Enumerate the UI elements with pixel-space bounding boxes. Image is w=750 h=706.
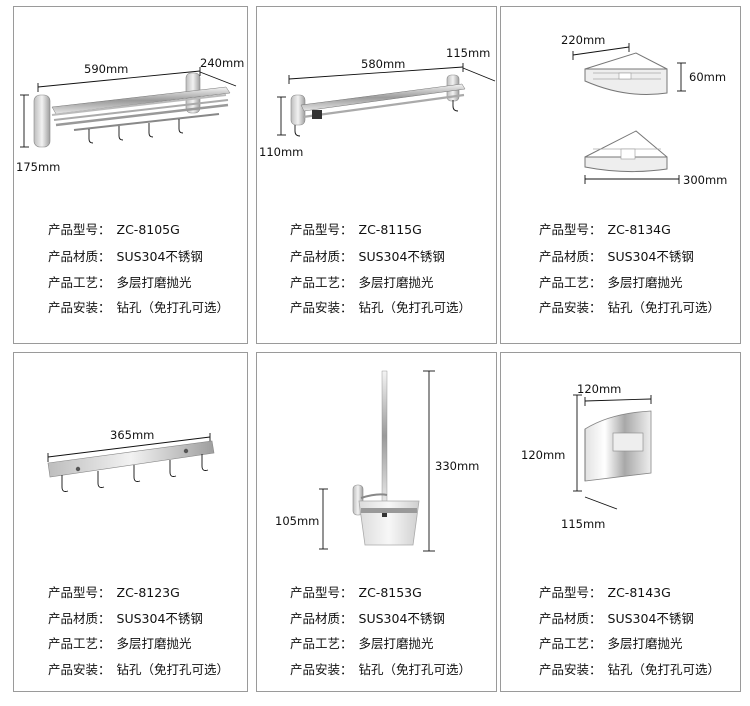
spec-material: 产品材质：SUS304不锈钢 xyxy=(48,249,203,264)
spec-install: 产品安装：钻孔（免打孔可选） xyxy=(539,300,721,315)
spec-model: 产品型号：ZC-8105G xyxy=(48,222,180,237)
spec-material: 产品材质：SUS304不锈钢 xyxy=(48,611,203,626)
dim-label: 120mm xyxy=(577,382,621,396)
toilet-brush-illustration: 330mm 105mm xyxy=(275,370,479,552)
dim-label: 300mm xyxy=(683,173,727,187)
product-card-towel-rack: 590mm 240mm 175mm 产品型号：ZC-8105G 产品材质：SUS… xyxy=(13,6,248,344)
dim-label: 110mm xyxy=(259,145,303,159)
spec-install: 产品安装：钻孔（免打孔可选） xyxy=(48,300,230,315)
spec-process: 产品工艺：多层打磨抛光 xyxy=(290,275,434,290)
spec-install: 产品安装：钻孔（免打孔可选） xyxy=(290,300,472,315)
product-card-towel-bar: 580mm 115mm 110mm 产品型号：ZC-8115G 产品材质：SUS… xyxy=(256,6,497,344)
spec-process: 产品工艺：多层打磨抛光 xyxy=(48,275,192,290)
towel-rack-illustration: 590mm 240mm 175mm xyxy=(16,56,244,174)
dim-label: 220mm xyxy=(561,33,605,47)
dim-label: 60mm xyxy=(689,70,726,84)
spec-install: 产品安装：钻孔（免打孔可选） xyxy=(48,662,230,677)
spec-install: 产品安装：钻孔（免打孔可选） xyxy=(290,662,472,677)
product-card-corner-basket: 220mm 60mm 300mm 产品型号：ZC-8134G 产品材质：SUS3… xyxy=(500,6,741,344)
hook-rail-illustration: 365mm xyxy=(47,428,215,492)
product-card-tissue-box: 120mm 120mm 115mm 产品型号：ZC-8143G 产品材质：SUS… xyxy=(500,352,741,692)
dim-label: 365mm xyxy=(110,428,154,442)
spec-model: 产品型号：ZC-8143G xyxy=(539,585,671,600)
spec-material: 产品材质：SUS304不锈钢 xyxy=(539,611,694,626)
dim-label: 240mm xyxy=(200,56,244,70)
spec-model: 产品型号：ZC-8134G xyxy=(539,222,671,237)
corner-basket-illustration: 220mm 60mm 300mm xyxy=(561,33,727,187)
dim-label: 330mm xyxy=(435,459,479,473)
dim-label: 120mm xyxy=(521,448,565,462)
product-card-hook-rail: 365mm 产品型号：ZC-8123G 产品材质：SUS304不锈钢 产品工艺：… xyxy=(13,352,248,692)
spec-model: 产品型号：ZC-8123G xyxy=(48,585,180,600)
spec-material: 产品材质：SUS304不锈钢 xyxy=(290,249,445,264)
spec-model: 产品型号：ZC-8115G xyxy=(290,222,422,237)
spec-material: 产品材质：SUS304不锈钢 xyxy=(290,611,445,626)
tissue-box-illustration: 120mm 120mm 115mm xyxy=(521,382,652,531)
dim-label: 115mm xyxy=(561,517,605,531)
spec-model: 产品型号：ZC-8153G xyxy=(290,585,422,600)
spec-process: 产品工艺：多层打磨抛光 xyxy=(539,275,683,290)
dim-label: 580mm xyxy=(361,57,405,71)
towel-bar-illustration: 580mm 115mm 110mm xyxy=(259,46,496,159)
spec-process: 产品工艺：多层打磨抛光 xyxy=(539,636,683,651)
spec-material: 产品材质：SUS304不锈钢 xyxy=(539,249,694,264)
dim-label: 105mm xyxy=(275,514,319,528)
spec-install: 产品安装：钻孔（免打孔可选） xyxy=(539,662,721,677)
dim-label: 175mm xyxy=(16,160,60,174)
product-card-toilet-brush: 330mm 105mm 产品型号：ZC-8153G 产品材质：SUS304不锈钢… xyxy=(256,352,497,692)
spec-process: 产品工艺：多层打磨抛光 xyxy=(290,636,434,651)
dim-label: 590mm xyxy=(84,62,128,76)
dim-label: 115mm xyxy=(446,46,490,60)
spec-process: 产品工艺：多层打磨抛光 xyxy=(48,636,192,651)
